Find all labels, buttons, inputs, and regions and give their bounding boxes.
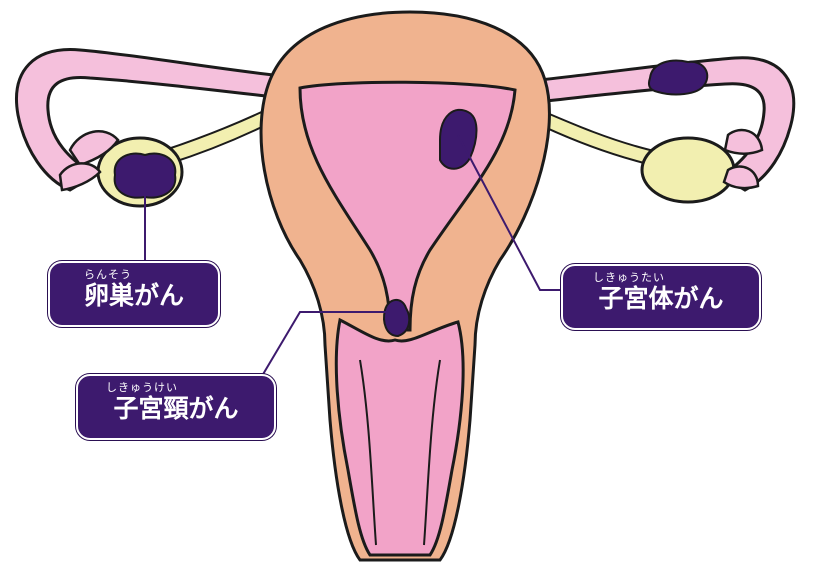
- ovarian-cancer-text: 卵巣がん: [83, 281, 184, 310]
- uterine-cancer-text: 子宮体がん: [598, 284, 724, 313]
- uterine-leader-line: [457, 134, 562, 291]
- cervical-cancer-ruby: しきゅうけい: [106, 381, 178, 394]
- vaginal-wall: [359, 359, 441, 546]
- right-fimbriae: [722, 128, 764, 190]
- cervical-tumor: [383, 299, 411, 338]
- right-ovarian-ligament: [536, 108, 652, 166]
- ovarian-cancer-ruby: らんそう: [84, 268, 132, 281]
- left-fallopian-tube: [15, 48, 302, 192]
- cervical-cancer-label: しきゅうけい 子宮頸がん: [76, 374, 276, 440]
- uterine-cancer-label: しきゅうたい 子宮体がん: [561, 264, 761, 330]
- cervical-canal: [334, 317, 465, 557]
- uterine-cancer-ruby: しきゅうたい: [593, 271, 665, 284]
- cervical-cancer-text: 子宮頸がん: [113, 394, 239, 423]
- ovarian-tumor: [113, 152, 177, 199]
- cervical-leader-line: [261, 311, 395, 377]
- right-ovary: [640, 136, 736, 204]
- left-ovarian-ligament: [163, 106, 274, 166]
- ovarian-cancer-label: らんそう 卵巣がん: [48, 261, 220, 327]
- left-fimbriae: [58, 130, 120, 192]
- tube-tumor: [648, 59, 709, 96]
